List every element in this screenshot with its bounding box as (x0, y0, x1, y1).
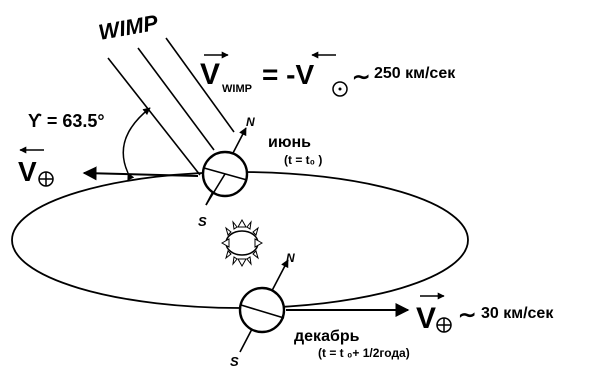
formula-equals-minus-v: = -V (262, 59, 314, 90)
north-label-june: N (246, 115, 255, 129)
earth-velocity-symbol-left: V (18, 146, 54, 187)
formula-v-wimp: V (200, 58, 220, 91)
earth-velocity-symbol-right: V ∼ 30 км/сек (416, 292, 554, 335)
wimp-wind-lines (107, 37, 235, 176)
earth-velocity-right-v: V (416, 302, 436, 335)
wimp-label: WIMP (97, 10, 161, 45)
june-label: июнь (268, 134, 311, 151)
earth-velocity-right-approx: ∼ (458, 302, 476, 327)
earth-velocity-left-v: V (18, 156, 37, 187)
north-label-december: N (286, 251, 295, 265)
formula-speed: 250 км/сек (374, 65, 456, 82)
earth-symbol-icon-left (38, 171, 54, 187)
sun-icon (220, 218, 264, 268)
gamma-angle-arc (122, 107, 151, 181)
gamma-label: ϒ = 63.5° (28, 111, 105, 131)
formula-approx: ∼ (352, 64, 370, 89)
formula-wimp-subscript: WIMP (222, 83, 252, 95)
sun-symbol-icon (332, 81, 348, 97)
earth-june (201, 127, 249, 206)
wimp-velocity-formula: V WIMP = -V ∼ 250 км/сек (200, 51, 456, 97)
december-time-label: (t = t ₀+ 1/2года) (318, 346, 410, 360)
earth-december (238, 259, 289, 353)
earth-velocity-arrow-left (82, 166, 199, 181)
june-time-label: (t = t₀ ) (284, 153, 322, 167)
earth-velocity-right-speed: 30 км/сек (481, 305, 554, 322)
south-label-december: S (230, 354, 239, 369)
south-label-june: S (198, 214, 207, 229)
december-label: декабрь (294, 328, 360, 345)
earth-symbol-icon-right (436, 317, 452, 333)
